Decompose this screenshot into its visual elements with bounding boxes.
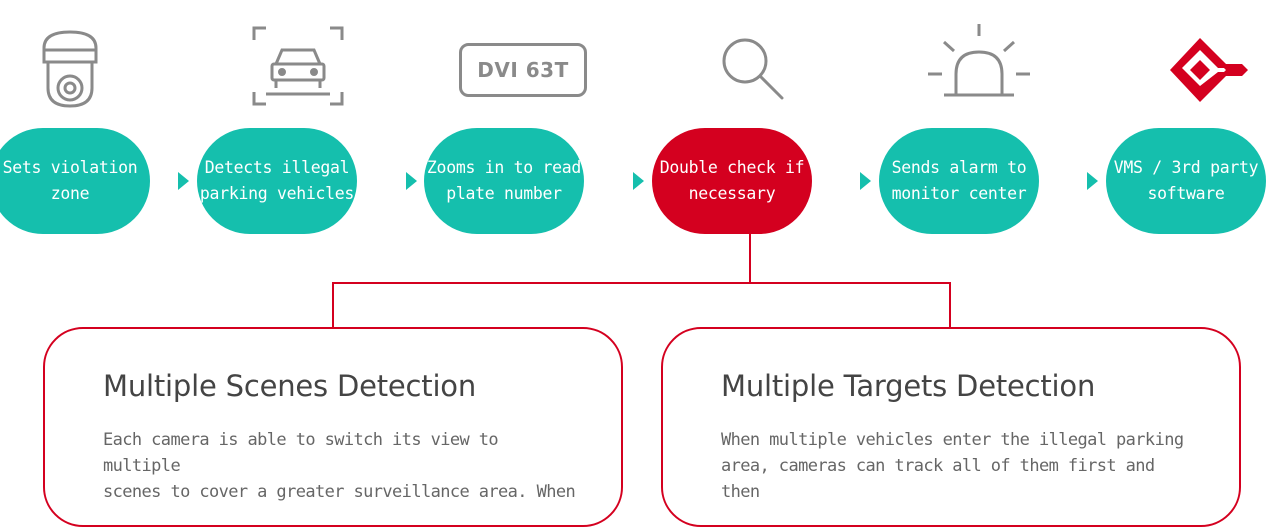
car-detection-icon: [252, 26, 344, 106]
card-description: Each camera is able to switch its view t…: [103, 430, 576, 502]
card-title: Multiple Scenes Detection: [103, 369, 477, 403]
connector-left-drop: [332, 282, 334, 328]
flow-arrow: [178, 172, 189, 190]
card-multiple-targets: Multiple Targets Detection When multiple…: [661, 327, 1241, 527]
step-sets-violation-zone: Sets violation zone: [0, 128, 150, 234]
license-plate-icon: [459, 43, 587, 97]
step-detects-illegal-parking: Detects illegal parking vehicles: [197, 128, 357, 234]
flow-arrow: [633, 172, 644, 190]
connector-right-drop: [949, 282, 951, 328]
flow-arrow: [860, 172, 871, 190]
card-description: When multiple vehicles enter the illegal…: [721, 430, 1184, 502]
connector-vertical-main: [749, 234, 751, 284]
magnifier-icon: [722, 38, 784, 100]
step-sends-alarm: Sends alarm to monitor center: [879, 128, 1039, 234]
flow-arrow: [1087, 172, 1098, 190]
step-vms-software: VMS / 3rd party software: [1106, 128, 1266, 234]
card-multiple-scenes: Multiple Scenes Detection Each camera is…: [43, 327, 623, 527]
plate-number-text: DVI 63T: [477, 58, 569, 82]
ptz-camera-icon: [42, 30, 98, 108]
step-double-check: Double check if necessary: [652, 128, 812, 234]
connector-horizontal: [332, 282, 951, 284]
flow-arrow: [406, 172, 417, 190]
step-zooms-read-plate: Zooms in to read plate number: [424, 128, 584, 234]
alarm-light-icon: [928, 24, 1030, 97]
brand-logo-icon: [1170, 38, 1248, 102]
card-title: Multiple Targets Detection: [721, 369, 1096, 403]
